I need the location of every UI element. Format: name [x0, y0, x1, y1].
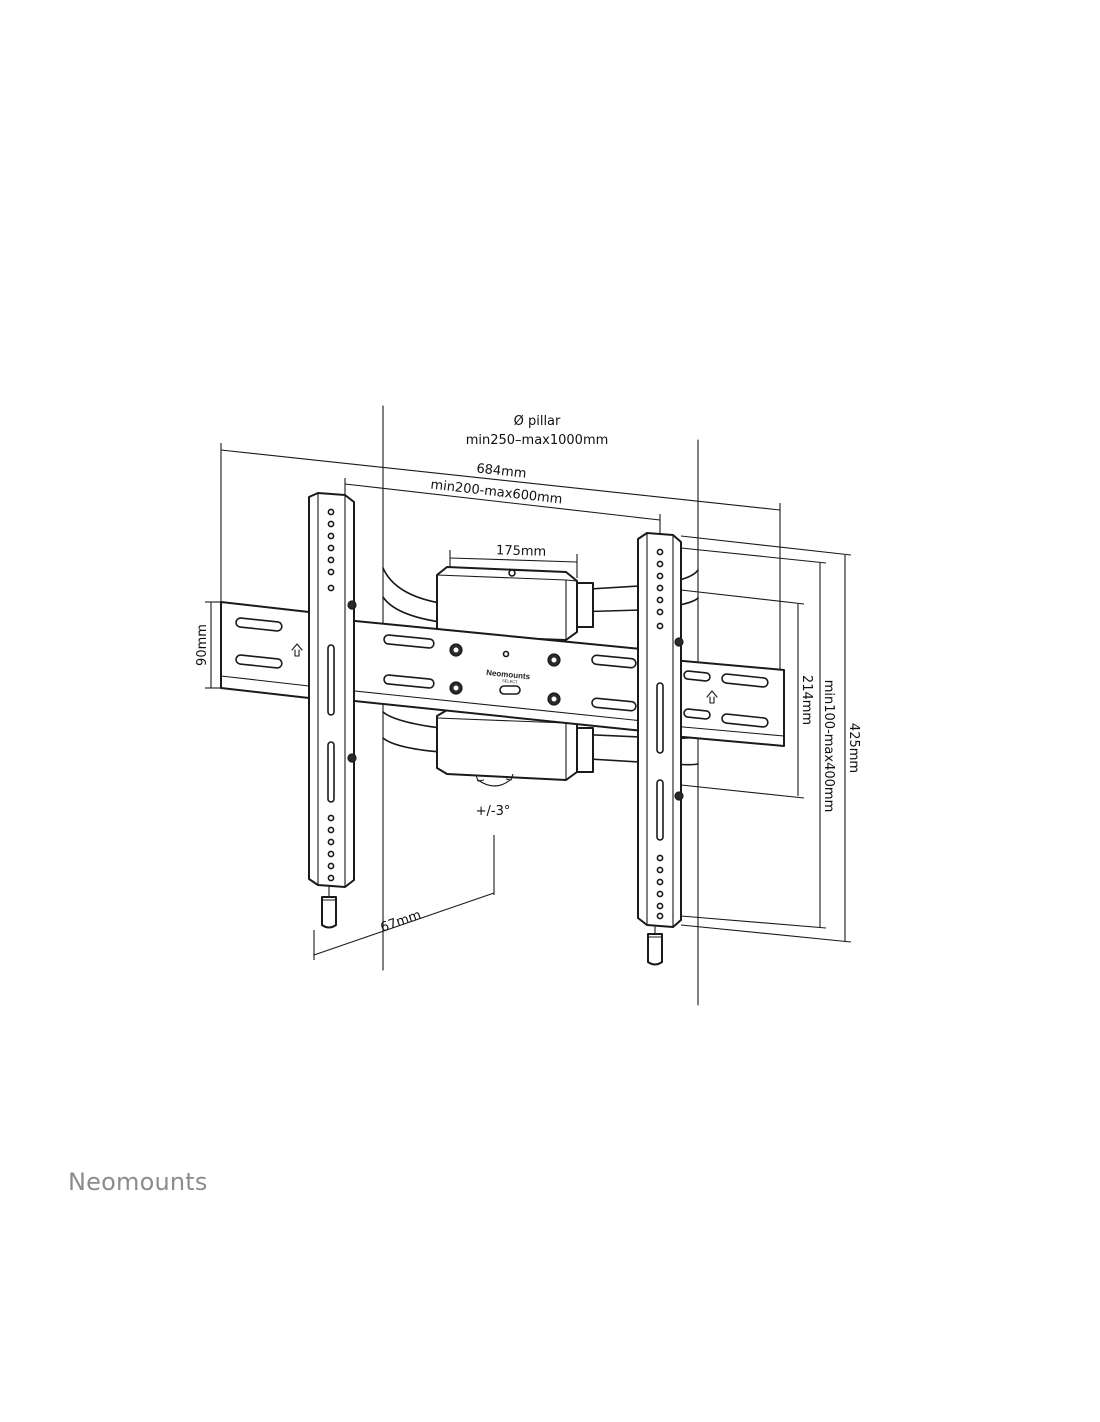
tilt-arc	[477, 779, 511, 787]
right-arm-holes	[656, 548, 664, 920]
label-rail-height: 90mm	[195, 624, 210, 666]
right-safety-pin	[647, 933, 663, 966]
central-plate: Neomounts SELECT	[344, 619, 673, 735]
lower-clamp-block	[436, 709, 578, 781]
label-width-total: 684mm	[476, 461, 527, 481]
label-vertical-range: min100-max400mm	[821, 680, 836, 812]
label-depth: 67mm	[379, 908, 423, 936]
label-pillar-range: min250–max1000mm	[466, 433, 609, 448]
left-vertical-arm	[308, 492, 357, 929]
left-safety-pin	[321, 896, 337, 929]
left-arm-holes	[327, 508, 335, 882]
brand-logo: Neomounts	[68, 1168, 208, 1196]
right-vertical-arm	[637, 532, 684, 966]
label-clamp-width: 175mm	[496, 543, 547, 560]
right-rail	[671, 659, 785, 747]
plate-brand-text: Neomounts	[486, 668, 531, 681]
plate-brand-subtext: SELECT	[502, 678, 519, 685]
upper-clamp-block	[436, 566, 578, 641]
plate-bolts	[449, 643, 561, 706]
up-arrow-icon	[291, 643, 303, 657]
label-width-arms: min200-max600mm	[430, 478, 563, 508]
dimension-lines	[205, 443, 852, 960]
label-pillar-diameter: Ø pillar	[514, 414, 561, 429]
label-tilt: +/-3°	[476, 804, 511, 819]
label-height-total: 425mm	[846, 723, 861, 773]
up-arrow-icon	[706, 690, 718, 704]
label-rail-spacing: 214mm	[799, 675, 814, 725]
